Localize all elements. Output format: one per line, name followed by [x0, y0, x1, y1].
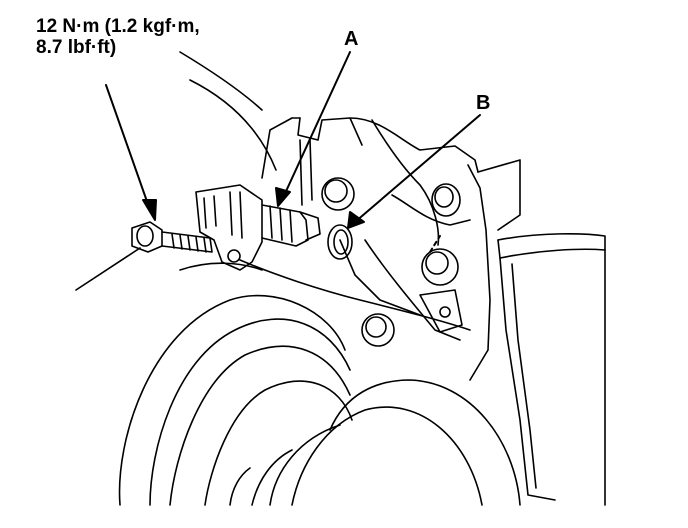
mounting-bolt	[131, 221, 213, 253]
side-cover	[497, 233, 606, 506]
leader-lines	[105, 51, 481, 253]
housing-bolts	[321, 177, 463, 347]
o-ring-b	[327, 224, 353, 260]
torque-spec-line-1: 12 N·m (1.2 kgf·m,	[36, 16, 200, 37]
torque-spec-line-2: 8.7 lbf·ft)	[36, 37, 117, 58]
torque-spec-label: 12 N·m (1.2 kgf·m, 8.7 lbf·ft)	[36, 16, 200, 58]
callout-a-label: A	[344, 28, 359, 50]
callout-b-label: B	[476, 92, 491, 114]
pulley-assembly	[118, 294, 521, 506]
sensor-a	[195, 184, 321, 271]
engine-housing	[75, 51, 521, 381]
